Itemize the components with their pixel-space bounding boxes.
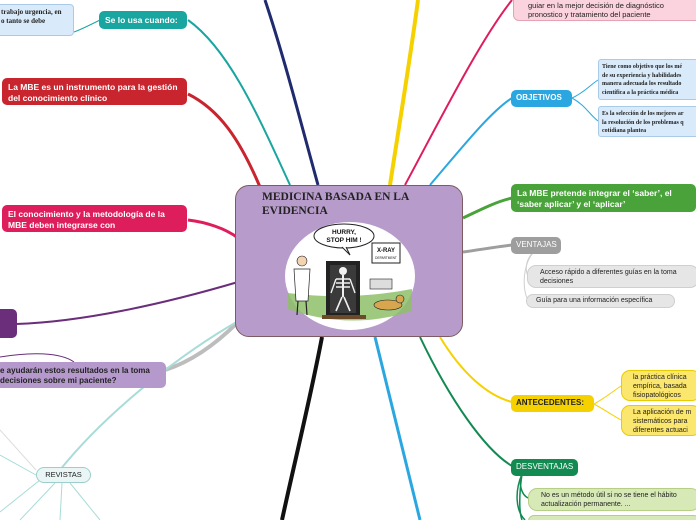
purple-node[interactable] xyxy=(0,309,17,338)
cartoon-speech-line2: STOP HIM ! xyxy=(326,237,361,244)
antecedente-1-node[interactable]: la práctica clínica empírica, basada fis… xyxy=(621,370,696,401)
sub-line-revistas-5 xyxy=(59,482,63,520)
desventajas-node[interactable]: DESVENTAJAS xyxy=(511,459,578,476)
cartoon-speech-line1: HURRY, xyxy=(332,229,356,236)
branch-line-ventajas xyxy=(462,243,513,254)
objetivo-1-node[interactable]: Tiene como objetivo que los mé de su exp… xyxy=(598,59,696,100)
branch-line-conocimiento xyxy=(187,218,239,240)
sub-line-revistas-4 xyxy=(69,482,101,520)
sub-line-obj-1 xyxy=(571,79,599,99)
branch-line-pretende xyxy=(462,196,513,220)
branch-line-top-pink xyxy=(404,0,513,186)
branch-line-se-usa xyxy=(187,19,291,186)
sub-line-desv-2 xyxy=(516,473,526,520)
pregunta-node[interactable]: e ayudarán estos resultados en la toma d… xyxy=(0,362,166,388)
central-topic[interactable]: MEDICINA BASADA EN LA EVIDENCIA HURRY, S… xyxy=(235,185,463,337)
ventajas-node[interactable]: VENTAJAS xyxy=(511,237,561,254)
pretende-node[interactable]: La MBE pretende integrar el ‘saber’, el … xyxy=(511,184,696,212)
branch-line-instrumento xyxy=(187,92,262,188)
objetivo-2-node[interactable]: Es la selección de los mejores ar la res… xyxy=(598,106,696,137)
branch-line-purple xyxy=(15,281,239,325)
branch-line-bottom-blue xyxy=(373,336,422,520)
sub-line-pregunta-tail xyxy=(0,353,75,363)
objetivos-node[interactable]: OBJETIVOS xyxy=(511,90,572,107)
branch-line-desventajas xyxy=(419,336,513,467)
antecedentes-node[interactable]: ANTECEDENTES: xyxy=(511,395,594,412)
branch-line-antecedentes xyxy=(439,336,513,403)
conocimiento-node[interactable]: El conocimiento y la metodología de la M… xyxy=(2,205,187,232)
branch-line-revistas xyxy=(59,319,241,471)
cartoon-sign-line2: DEPARTMENT xyxy=(375,256,397,260)
sub-line-revistas-3 xyxy=(19,482,56,520)
sub-line-revistas-2 xyxy=(0,479,41,513)
sub-line-se-usa xyxy=(73,19,101,33)
sub-line-ante-1 xyxy=(593,385,622,405)
central-title: MEDICINA BASADA EN LA EVIDENCIA xyxy=(262,191,409,218)
branch-line-top-navy xyxy=(263,0,320,186)
cartoon-sign-line1: X-RAY xyxy=(377,248,395,254)
right-top-note[interactable]: guiar en la mejor decisión de diagnóstic… xyxy=(513,0,696,21)
xray-cartoon-image: HURRY, STOP HIM ! X-RAY DEPARTMENT xyxy=(285,222,415,330)
sub-line-ante-2 xyxy=(593,403,622,421)
instrumento-node[interactable]: La MBE es un instrumento para la gestión… xyxy=(2,78,187,105)
revistas-node[interactable]: REVISTAS xyxy=(36,467,91,483)
sub-line-revistas-1 xyxy=(0,454,37,476)
sub-line-revistas-6 xyxy=(0,429,37,471)
sub-line-obj-2 xyxy=(571,97,599,122)
antecedente-2-node[interactable]: La aplicación de m sistemáticos para dif… xyxy=(621,405,696,436)
sub-line-desv-3 xyxy=(519,473,523,520)
desventaja-2-node-partial[interactable] xyxy=(528,515,696,520)
desventaja-1-node[interactable]: No es un método útil si no se tiene el h… xyxy=(528,488,696,511)
left-top-note[interactable]: trabajo urgencia, en o tanto se debe xyxy=(0,4,74,36)
ventaja-2-node[interactable]: Guía para una información específica xyxy=(526,294,675,308)
branch-line-top-yellow xyxy=(388,0,420,186)
ventaja-1-node[interactable]: Acceso rápido a diferentes guías en la t… xyxy=(527,265,696,288)
branch-line-bottom-black xyxy=(280,336,324,520)
se-usa-node[interactable]: Se lo usa cuando: xyxy=(99,11,187,29)
branch-line-pregunta xyxy=(164,320,240,372)
branch-line-objetivos xyxy=(429,97,513,186)
